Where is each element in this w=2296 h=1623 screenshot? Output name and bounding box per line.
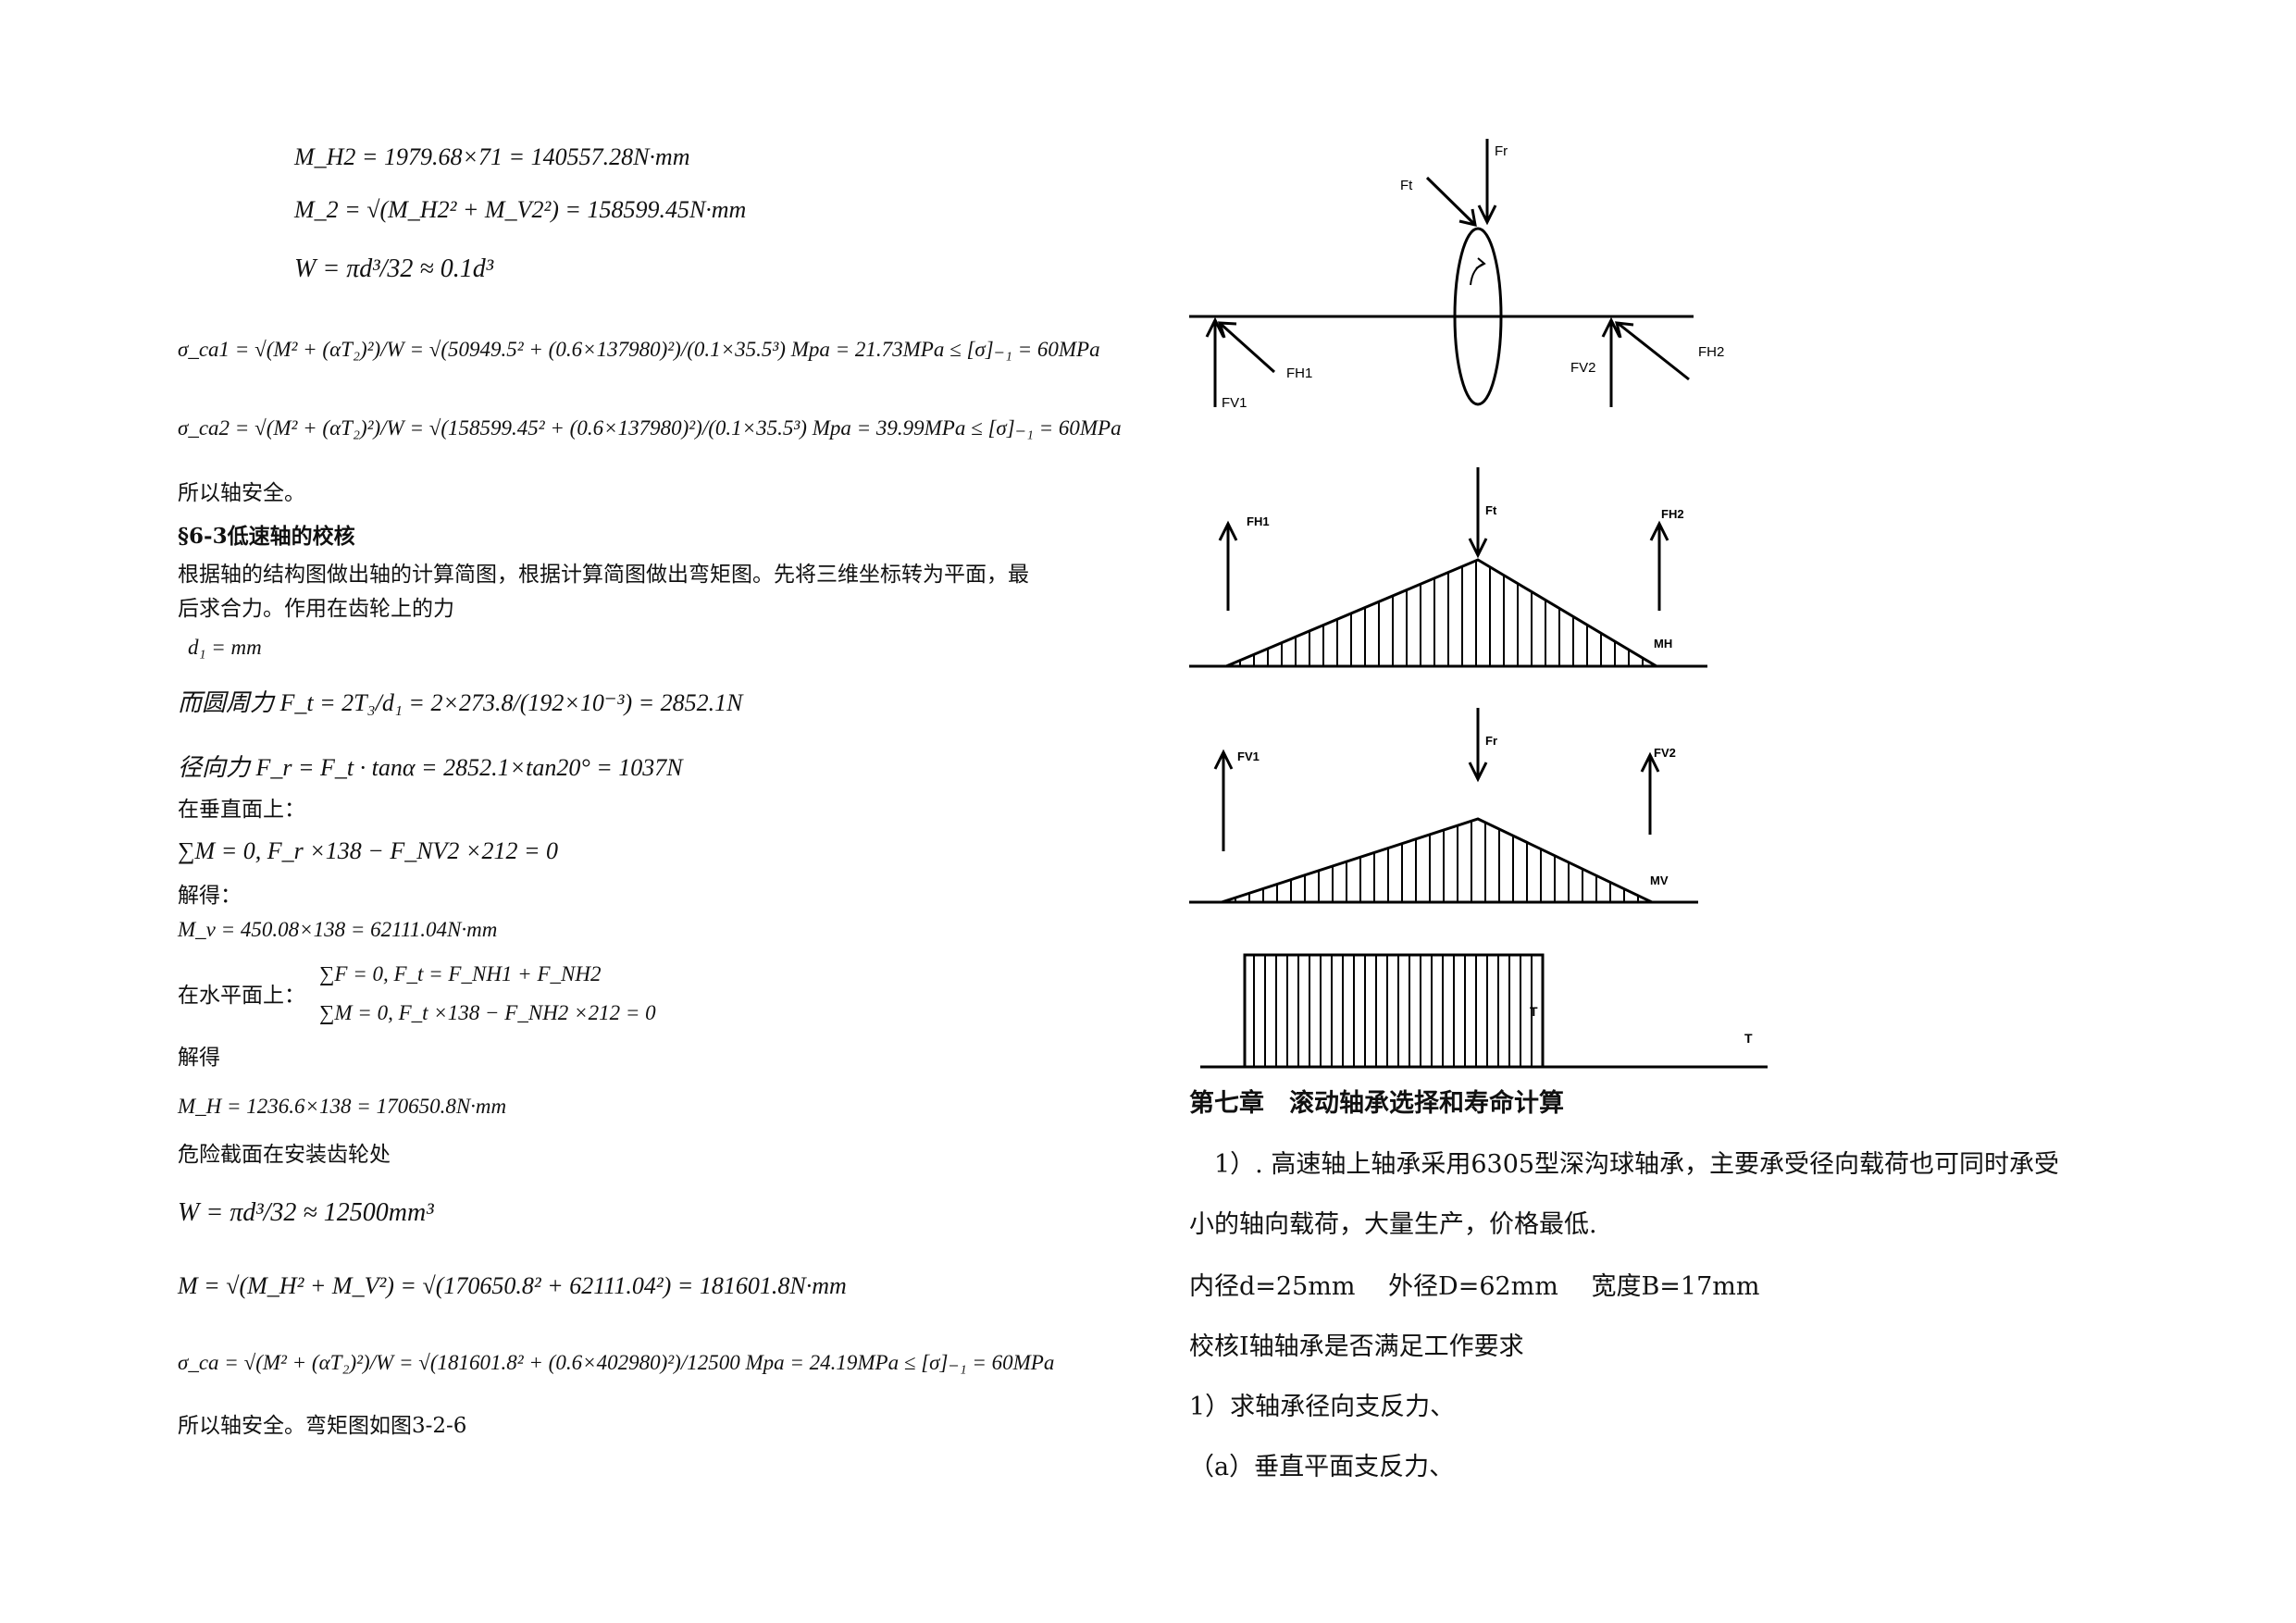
eq-w2: W = πd³/32 ≈ 12500mm³ (178, 1198, 434, 1227)
danger-section: 危险截面在安装齿轮处 (178, 1143, 391, 1167)
conclusion-safe-2: 所以轴安全。弯矩图如图3-2-6 (178, 1414, 467, 1438)
label-p4-t1: T (1530, 1004, 1538, 1019)
torque-rect (1243, 953, 1545, 1069)
ft-arrow (1425, 176, 1476, 226)
torque-hatching (1253, 955, 1533, 1067)
bearing-check: 校核Ⅰ轴轴承是否满足工作要求 (1189, 1332, 1524, 1361)
mv-triangle (1221, 817, 1653, 904)
label-p2-fh1: FH1 (1247, 514, 1270, 528)
label-p4-t2: T (1744, 1031, 1753, 1046)
eq-sum-f: ∑F = 0, F_t = F_NH1 + F_NH2 (319, 962, 602, 985)
label-fv2: FV2 (1570, 360, 1596, 376)
vertical-reaction: （a）垂直平面支反力、 (1189, 1453, 1455, 1481)
eq-m2: M_2 = √(M_H2² + M_V2²) = 158599.45N·mm (294, 196, 747, 223)
label-fr: Fr (1495, 143, 1508, 159)
fh2-arrow (1618, 322, 1690, 381)
torque-panel: T T (1200, 953, 1768, 1069)
gear-ellipse (1453, 227, 1503, 406)
bearing-paragraph-1: 1）. 高速轴上轴承采用6305型深沟球轴承，主要承受径向载荷也可同时承受 (1189, 1150, 2060, 1179)
label-p2-ft: Ft (1485, 503, 1497, 517)
eq-sum-m: ∑M = 0, F_t ×138 − F_NH2 ×212 = 0 (319, 1001, 656, 1024)
eq-mv: M_v = 450.08×138 = 62111.04N·mm (178, 918, 498, 941)
mv-hatching (1235, 821, 1639, 902)
paragraph-line-2: 后求合力。作用在齿轮上的力 (178, 597, 454, 621)
paragraph-line-1: 根据轴的结构图做出轴的计算简图，根据计算简图做出弯矩图。先将三维坐标转为平面，最 (178, 563, 1029, 587)
eq-m: M = √(M_H² + M_V²) = √(170650.8² + 62111… (178, 1272, 847, 1299)
mh-hatching (1239, 560, 1644, 666)
vertical-plane-label: 在垂直面上： (178, 798, 305, 822)
bending-moment-diagram: Fr Ft FH1 FH2 FV1 FV2 FH1 Ft FH2 MH FV1 … (1189, 139, 1768, 1069)
eq-mh2: M_H2 = 1979.68×71 = 140557.28N·mm (294, 143, 690, 170)
eq-sum-v: ∑M = 0, F_r ×138 − F_NV2 ×212 = 0 (178, 837, 559, 864)
mh-triangle (1225, 558, 1662, 668)
label-p3-fv2: FV2 (1654, 746, 1676, 760)
label-p3-mv: MV (1650, 873, 1669, 887)
section-heading: §6-3低速轴的校核 (178, 524, 355, 549)
eq-mh: M_H = 1236.6×138 = 170650.8N·mm (178, 1095, 507, 1118)
fh1-arrow (1219, 322, 1276, 374)
horizontal-plane-label: 在水平面上： (178, 984, 305, 1008)
label-p2-fh2: FH2 (1661, 507, 1684, 521)
label-fh2: FH2 (1698, 344, 1724, 360)
eq-w1: W = πd³/32 ≈ 0.1d³ (294, 254, 494, 283)
bearing-paragraph-2: 小的轴向载荷，大量生产，价格最低. (1189, 1210, 1597, 1239)
label-fh1: FH1 (1286, 365, 1312, 381)
horizontal-moment-panel: FH1 Ft FH2 MH (1189, 467, 1707, 668)
solve-label-2: 解得 (178, 1046, 220, 1070)
label-p3-fr: Fr (1485, 734, 1497, 748)
eq-sigma-ca: σ_ca = √(M² + (αT₂)²)/W = √(181601.8² + … (178, 1351, 1055, 1374)
chapter-title: 第七章 滚动轴承选择和寿命计算 (1189, 1089, 1564, 1118)
label-ft: Ft (1400, 178, 1413, 193)
eq-fr: 径向力 F_r = F_t · tanα = 2852.1×tan20° = 1… (178, 754, 683, 781)
label-fv1: FV1 (1222, 395, 1247, 411)
radial-reaction: 1）求轴承径向支反力、 (1189, 1393, 1456, 1421)
label-p3-fv1: FV1 (1237, 750, 1260, 763)
eq-ft: 而圆周力 F_t = 2T₃/d₁ = 2×273.8/(192×10⁻³) =… (178, 689, 743, 716)
eq-sigma-ca1: σ_ca1 = √(M² + (αT₂)²)/W = √(50949.5² + … (178, 338, 1100, 361)
label-p2-mh: MH (1654, 637, 1672, 650)
solve-label-1: 解得： (178, 884, 242, 908)
vertical-moment-panel: FV1 Fr FV2 MV (1189, 708, 1698, 904)
force-diagram-3d: Fr Ft FH1 FH2 FV1 FV2 (1189, 139, 1724, 411)
eq-d1: d₁ = mm (188, 636, 262, 659)
eq-sigma-ca2: σ_ca2 = √(M² + (αT₂)²)/W = √(158599.45² … (178, 416, 1122, 440)
conclusion-safe-1: 所以轴安全。 (178, 481, 305, 505)
bearing-dimensions: 内径d=25mm 外径D=62mm 宽度B=17mm (1189, 1272, 1760, 1301)
